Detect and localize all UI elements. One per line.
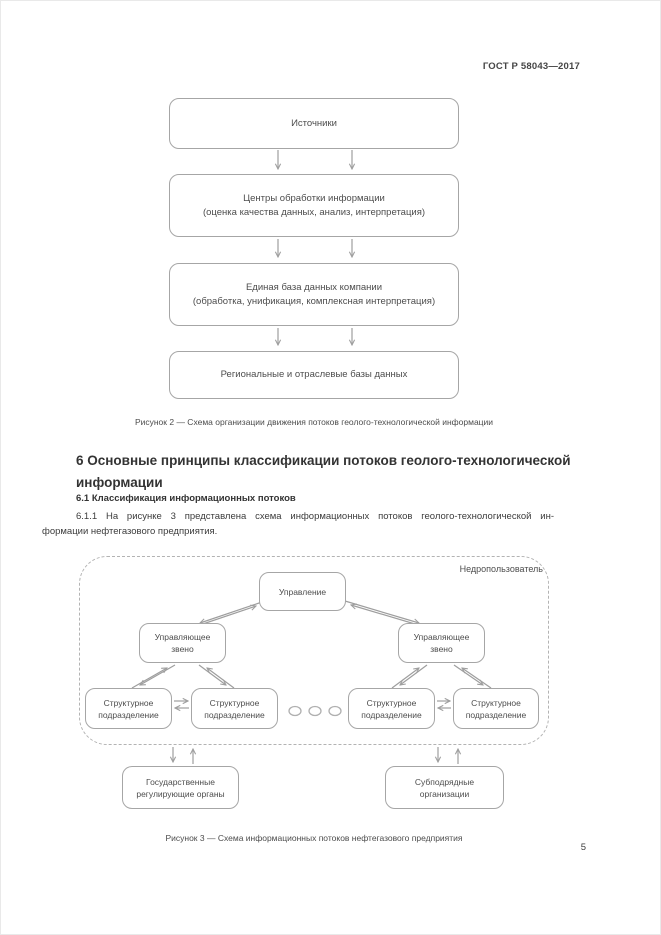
node-structural-unit-1-label: Структурное подразделение: [98, 697, 159, 720]
flow-box-sources: Источники: [169, 98, 459, 149]
flow-box-processing-centers: Центры обработки информации (оценка каче…: [169, 174, 459, 237]
node-structural-unit-3-label: Структурное подразделение: [361, 697, 422, 720]
figure2-caption: Рисунок 2 — Схема организации движения п…: [134, 417, 494, 427]
node-structural-unit-3: Структурное подразделение: [348, 688, 435, 729]
node-control-link-left: Управляющее звено: [139, 623, 226, 663]
node-structural-unit-1: Структурное подразделение: [85, 688, 172, 729]
node-structural-unit-4-label: Структурное подразделение: [465, 697, 527, 720]
node-management-label: Управление: [278, 586, 327, 597]
node-control-link-left-label: Управляющее звено: [154, 632, 211, 654]
node-control-link-right-label: Управляющее звено: [413, 632, 470, 654]
subsection-heading: 6.1 Классификация информационных потоков: [76, 493, 296, 504]
figure3-caption: Рисунок 3 — Схема информационных потоков…: [165, 833, 463, 843]
flow-box-unified-database-title: Единая база данных компании: [245, 281, 383, 293]
flow-box-unified-database-subtitle: (обработка, унификация, комплексная инте…: [192, 295, 436, 307]
node-state-regulators: Государственные регулирующие органы: [122, 766, 239, 809]
flow-box-unified-database: Единая база данных компании (обработка, …: [169, 263, 459, 326]
body-paragraph-line2: формации нефтегазового предприятия.: [42, 526, 218, 537]
page-header-standard-code: ГОСТ Р 58043—2017: [482, 61, 580, 72]
body-paragraph-line1: 6.1.1 На рисунке 3 представлена схема ин…: [76, 511, 554, 522]
node-structural-unit-4: Структурное подразделение: [453, 688, 539, 729]
body-paragraph: 6.1.1 На рисунке 3 представлена схема ин…: [42, 509, 554, 539]
node-subcontractors-label: Субподрядные организации: [414, 776, 475, 799]
node-structural-unit-2: Структурное подразделение: [191, 688, 278, 729]
node-state-regulators-label: Государственные регулирующие органы: [136, 776, 225, 799]
node-control-link-right: Управляющее звено: [398, 623, 485, 663]
node-structural-unit-2-label: Структурное подразделение: [204, 697, 265, 720]
node-management: Управление: [259, 572, 346, 611]
flow-box-sources-label: Источники: [291, 117, 337, 129]
flow-box-regional-databases: Региональные и отраслевые базы данных: [169, 351, 459, 399]
flow-box-regional-databases-label: Региональные и отраслевые базы данных: [220, 369, 408, 380]
flow-box-processing-centers-subtitle: (оценка качества данных, анализ, интерпр…: [202, 206, 426, 218]
node-subcontractors: Субподрядные организации: [385, 766, 504, 809]
page-number: 5: [580, 842, 586, 853]
flow-box-processing-centers-title: Центры обработки информации: [243, 192, 385, 204]
section-heading: 6 Основные принципы классификации потоко…: [76, 453, 571, 490]
subsoil-user-label: Недропользователь: [459, 564, 543, 574]
